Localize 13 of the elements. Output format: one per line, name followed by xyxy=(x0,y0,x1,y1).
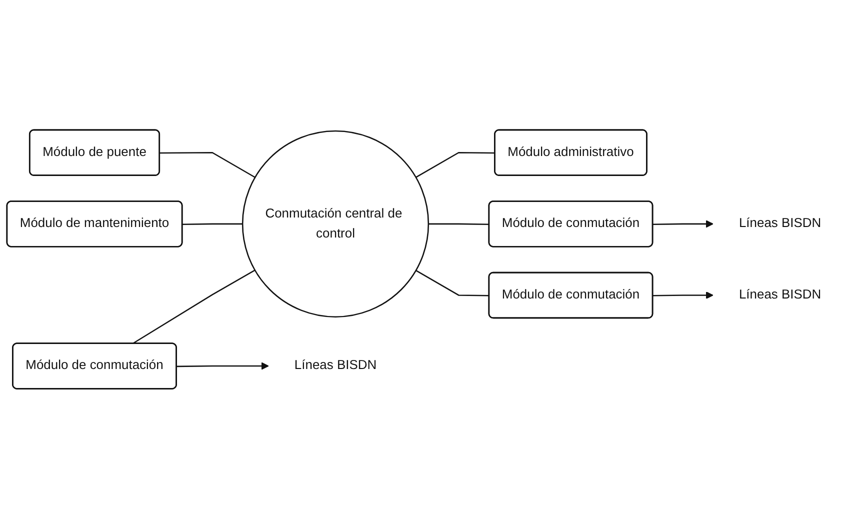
node-circle: Conmutación central de control xyxy=(242,130,430,318)
arrow xyxy=(652,291,714,299)
node-text: Líneas BISDN xyxy=(294,358,377,372)
arrow xyxy=(176,362,269,370)
arrow xyxy=(652,220,714,228)
connector xyxy=(132,269,256,344)
connector xyxy=(416,152,496,178)
connector xyxy=(416,270,490,296)
node-text: Líneas BISDN xyxy=(738,216,822,230)
node-text: Líneas BISDN xyxy=(738,286,822,302)
connector xyxy=(182,222,243,225)
connector xyxy=(160,152,256,178)
connector xyxy=(428,222,490,225)
